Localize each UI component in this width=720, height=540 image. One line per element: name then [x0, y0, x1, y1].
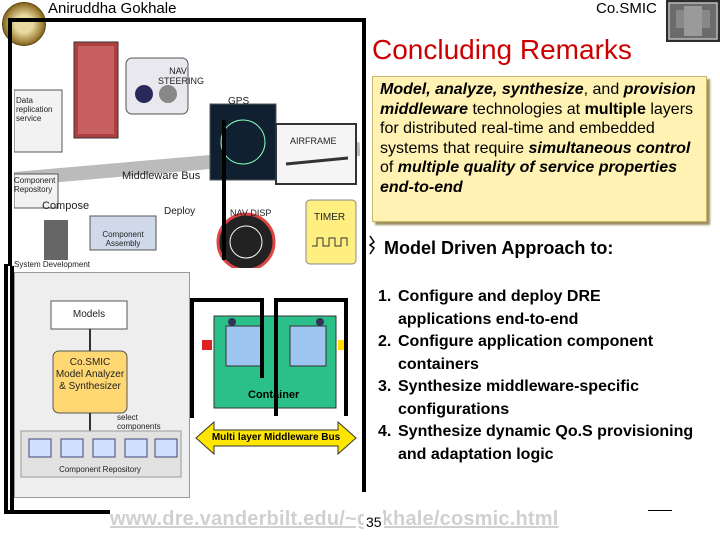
summary-emphasis-4: simultaneous control — [528, 139, 691, 157]
frame-line-inner — [10, 266, 14, 510]
project-name: Co.SMIC — [596, 0, 657, 17]
item-number: 4. — [378, 423, 392, 440]
summary-text: Model, analyze, synthesize, and provisio… — [380, 80, 700, 197]
summary-text-4: of — [380, 159, 394, 176]
item-text: Synthesize dynamic Qo.S provisioning and… — [398, 423, 694, 463]
summary-text-3: layers for distributed real-time and emb… — [380, 100, 694, 157]
list-item: 1. Configure and deploy DRE applications … — [378, 286, 698, 331]
item-text: Synthesize middleware-specific configura… — [398, 378, 639, 418]
summary-text-2: technologies at — [468, 100, 581, 118]
frame-line-top — [8, 18, 366, 22]
compose-label: Compose — [42, 200, 90, 212]
page-number: 35 — [364, 514, 384, 530]
project-url-link[interactable]: www.dre.vanderbilt.edu/~gokhale/cosmic.h… — [110, 508, 559, 530]
item-number: 1. — [378, 288, 392, 305]
summary-emphasis-3: multiple — [584, 100, 646, 118]
multi-layer-bus-label: Multi layer Middleware Bus — [211, 432, 341, 443]
item-text: Configure and deploy DRE applications en… — [398, 288, 601, 328]
author-name: Aniruddha Gokhale — [48, 0, 177, 17]
footer-divider — [648, 510, 672, 511]
bracket-icon — [368, 234, 376, 256]
repository-label: Component Repository — [59, 465, 141, 474]
frame-line-left-bottom — [4, 264, 8, 514]
item-number: 3. — [378, 378, 392, 395]
container-diagram: Container Multi layer Middleware Bus — [190, 296, 362, 466]
component-repository-label: Component Repository — [14, 176, 56, 194]
item-text: Configure application component containe… — [398, 333, 654, 373]
frame-line-left-top — [8, 18, 12, 266]
nav-steering-label: NAV STEERING — [158, 66, 205, 86]
system-development-label: System Development — [14, 260, 91, 269]
gps-label: GPS — [228, 96, 250, 107]
approach-title: Model Driven Approach to: — [384, 238, 614, 258]
list-item: 3. Synthesize middleware-specific configu… — [378, 376, 698, 421]
summary-emphasis-2: provision middleware — [380, 81, 696, 118]
deploy-label: Deploy — [164, 206, 196, 217]
timer-label: TIMER — [314, 212, 346, 223]
list-item: 4. Synthesize dynamic Qo.S provisioning a… — [378, 421, 698, 466]
models-label: Models — [72, 309, 106, 320]
system-development-diagram: NAV STEERING GPS Data replication servic… — [14, 24, 360, 269]
data-replication-label: Data replication service — [16, 96, 53, 123]
summary-box — [372, 76, 707, 222]
summary-emphasis-5: multiple quality of service properties e… — [380, 159, 677, 196]
isis-logo — [666, 0, 720, 42]
select-components-label: select components — [117, 413, 161, 431]
analyzer-label: Co.SMIC Model Analyzer & Synthesizer — [55, 357, 125, 392]
container-label: Container — [248, 389, 300, 401]
summary-text-1: , and — [583, 81, 620, 98]
summary-emphasis-1: Model, analyze, synthesize — [380, 81, 584, 98]
airframe-label: AIRFRAME — [290, 136, 337, 146]
frame-line-bottom — [4, 510, 110, 514]
item-number: 2. — [378, 333, 392, 350]
analyzer-panel: Models Co.SMIC Model Analyzer & Synthesi… — [14, 272, 190, 498]
frame-line-right — [362, 18, 366, 492]
list-item: 2. Configure application component contai… — [378, 331, 698, 376]
nav-disp-label: NAV DISP — [230, 208, 272, 218]
component-assembly-label: Component Assembly — [102, 230, 144, 248]
slide-title: Concluding Remarks — [372, 34, 632, 65]
middleware-bus-label: Middleware Bus — [122, 170, 201, 182]
approach-list: 1. Configure and deploy DRE applications … — [378, 286, 698, 466]
